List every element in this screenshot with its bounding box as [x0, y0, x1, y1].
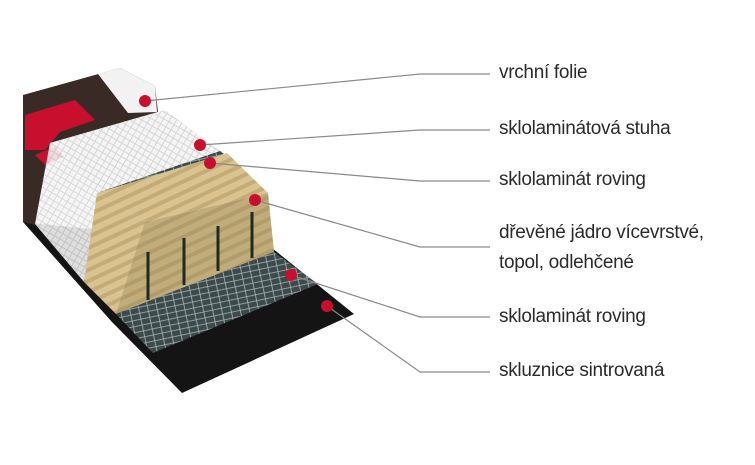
marker-core: [249, 194, 261, 206]
label-fiberglass-ribbon: sklolaminátová stuha: [499, 118, 671, 139]
fiberglass-ribbon-top: [50, 110, 222, 193]
core-grooves: [146, 212, 254, 300]
label-base: skluznice sintrovaná: [499, 360, 665, 381]
label-roving-bottom: sklolaminát roving: [499, 306, 646, 327]
wood-core-shade: [116, 193, 274, 314]
fiberglass-ribbon-side: [35, 143, 100, 282]
wood-core-front: [84, 193, 274, 314]
roving-bottom-layer: [116, 252, 318, 353]
label-core-line2: topol, odlehčené: [499, 252, 634, 273]
layer-markers: [139, 95, 333, 312]
marker-top-sheet: [139, 95, 151, 107]
marker-roving-top: [204, 157, 216, 169]
label-roving-top: sklolaminát roving: [499, 169, 646, 190]
marker-base: [321, 300, 333, 312]
label-top-sheet: vrchní folie: [499, 62, 588, 83]
marker-fiberglass-ribbon: [194, 139, 206, 151]
wood-core-top: [97, 153, 268, 222]
label-core-line1: dřevěné jádro vícevrstvé,: [499, 222, 704, 243]
marker-roving-bottom: [285, 269, 297, 281]
leader-lines: [144, 73, 490, 373]
topsheet-red-graphic: [25, 100, 95, 150]
